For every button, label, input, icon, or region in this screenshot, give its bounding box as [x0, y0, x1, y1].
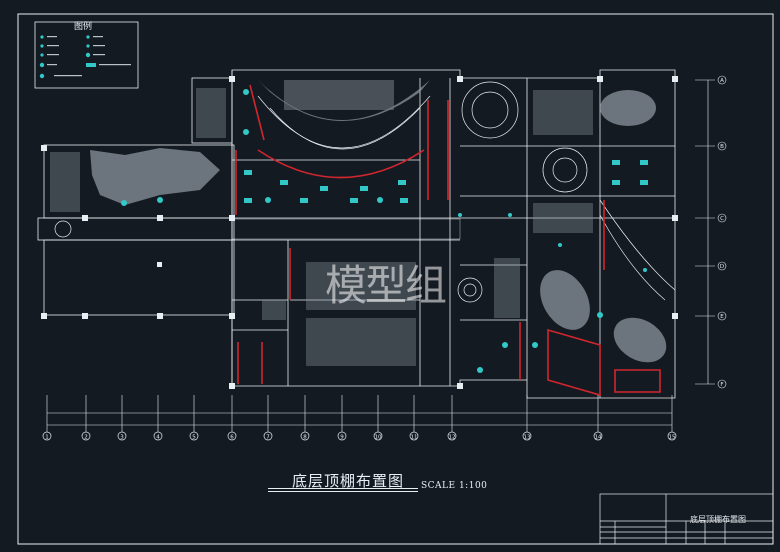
axis-label-right: C	[720, 216, 724, 222]
title-block	[599, 493, 774, 545]
axis-label-bottom: 5	[192, 435, 196, 441]
axis-label-right: F	[720, 382, 723, 388]
axis-label-right: A	[720, 78, 724, 84]
axis-label-bottom: 11	[411, 435, 418, 441]
watermark: 模型组	[325, 261, 447, 310]
title-underline	[268, 488, 418, 489]
axis-label-right: E	[720, 314, 724, 320]
axis-label-bottom: 7	[266, 435, 270, 441]
axis-label-bottom: 15	[669, 435, 676, 441]
ceiling-panels	[50, 80, 667, 366]
legend-title: 图例	[74, 22, 93, 32]
columns	[41, 76, 678, 389]
axis-label-bottom: 9	[340, 435, 344, 441]
axis-label-bottom: 6	[230, 435, 234, 441]
axis-label-bottom: 3	[120, 435, 124, 441]
title-underline-2	[268, 491, 418, 492]
red-partitions	[235, 84, 661, 397]
legend-box	[34, 21, 139, 89]
axis-label-bottom: 1	[45, 435, 49, 441]
drawing-scale: SCALE 1:100	[421, 481, 488, 491]
bottom-dimensions	[46, 395, 673, 432]
sheet-border	[17, 13, 774, 545]
axis-label-bottom: 2	[84, 435, 88, 441]
light-fixtures	[121, 89, 648, 373]
axis-label-bottom: 4	[156, 435, 160, 441]
axis-label-bottom: 14	[595, 435, 602, 441]
right-dimensions	[695, 75, 727, 389]
axis-label-bottom: 13	[524, 435, 531, 441]
axis-label-bottom: 12	[449, 435, 456, 441]
round-ceilings	[54, 81, 676, 303]
axis-label-right: D	[720, 264, 724, 270]
title-block-name: 底层顶棚布置图	[690, 515, 746, 524]
bottom-axis-bubbles	[42, 431, 677, 441]
axis-label-bottom: 10	[375, 435, 382, 441]
axis-label-right: B	[720, 144, 724, 150]
axis-label-bottom: 8	[303, 435, 307, 441]
drawing-title: 底层顶棚布置图	[292, 472, 405, 490]
